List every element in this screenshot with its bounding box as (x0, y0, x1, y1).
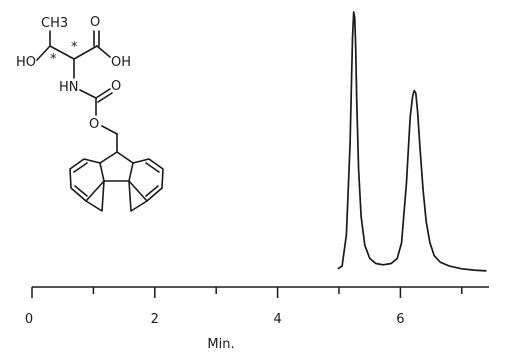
x-axis-label: Min. (207, 337, 234, 352)
x-tick-label: 4 (273, 312, 281, 327)
x-tick-label: 0 (25, 312, 33, 327)
oh-label: OH (111, 55, 131, 70)
x-axis: 0 2 4 6 Min. (25, 286, 489, 352)
chromatogram-trace (337, 11, 487, 272)
x-tick-label: 6 (396, 312, 404, 327)
stereo-star-1: * (50, 52, 57, 67)
carbamate-oxygen-label: O (111, 79, 121, 94)
bond-carbonyl-double (95, 88, 113, 103)
ester-oxygen-label: O (89, 117, 99, 132)
bond-o-ch2 (101, 125, 118, 135)
bond-calpha-cooh (73, 45, 98, 60)
bond-cbeta-calpha (49, 45, 75, 60)
bond-n-carbonyl (79, 89, 97, 99)
ch3-label: CH3 (41, 16, 68, 31)
stereo-star-2: * (71, 40, 78, 55)
ho-label: HO (16, 55, 36, 70)
bond-acid-oh (96, 45, 111, 58)
fluorene-ring (69, 151, 164, 212)
molecule-structure: CH3 HO * * O OH HN O O (16, 15, 164, 212)
bond-ho (36, 45, 51, 61)
bond-acid-double (93, 30, 100, 47)
acid-oxygen-label: O (90, 15, 100, 30)
x-tick-label: 2 (151, 312, 159, 327)
hn-label: HN (59, 80, 79, 95)
